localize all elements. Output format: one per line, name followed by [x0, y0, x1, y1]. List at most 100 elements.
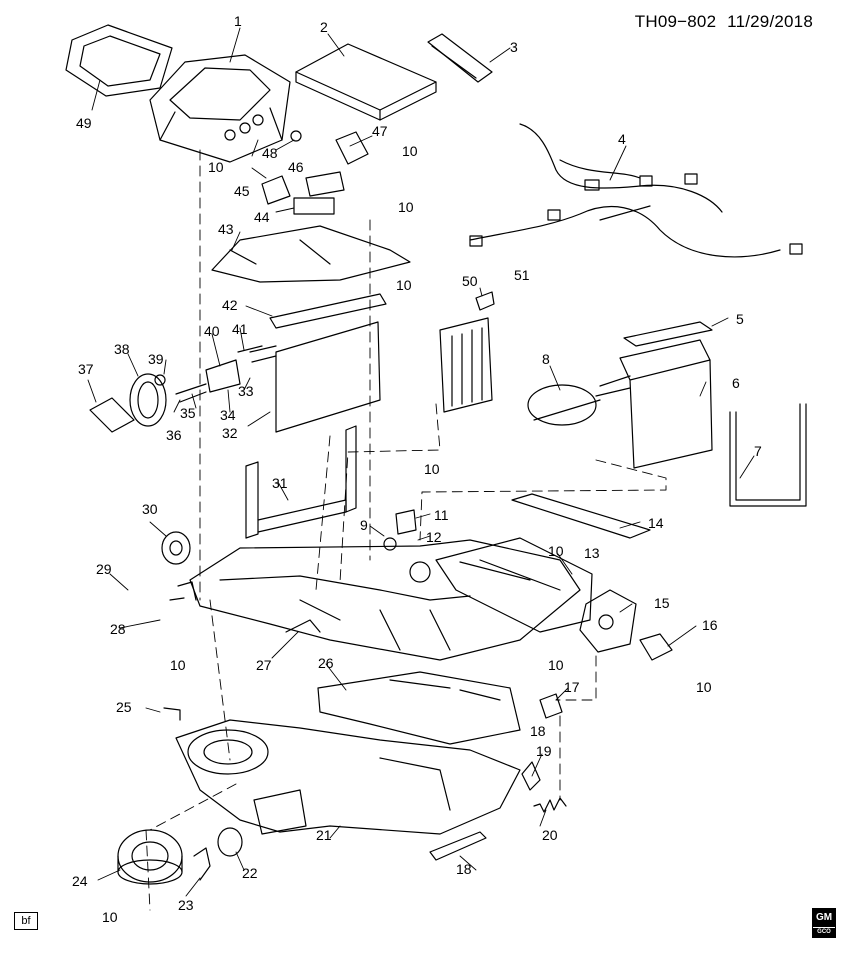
callout-35: 35 — [180, 405, 196, 421]
part-seal-frame — [65, 24, 173, 97]
part-seal-oval — [527, 384, 601, 426]
callout-18-a: 18 — [530, 723, 546, 739]
part-seal-31 — [245, 425, 357, 539]
callout-2: 2 — [320, 19, 328, 35]
part-evaporator — [249, 321, 381, 433]
part-motor-22 — [217, 827, 243, 857]
gm-logo: GM GCO — [812, 908, 836, 938]
callout-8: 8 — [542, 351, 550, 367]
gm-logo-text: GM — [815, 912, 833, 923]
diagram-date: 11/29/2018 — [727, 12, 813, 31]
callout-49: 49 — [76, 115, 92, 131]
part-seal-u — [729, 403, 807, 507]
callout-51: 51 — [514, 267, 530, 283]
part-motor-30 — [161, 531, 191, 565]
callout-27: 27 — [256, 657, 272, 673]
part-bracket-25 — [163, 707, 181, 721]
callout-labels: 1 2 3 4 5 6 7 8 9 10 10 10 10 10 10 10 1… — [72, 13, 762, 925]
alignment-lines — [145, 149, 667, 911]
callout-42: 42 — [222, 297, 238, 313]
callout-23: 23 — [178, 897, 194, 913]
part-wiring-harness — [469, 123, 803, 258]
part-bar-5 — [623, 321, 713, 347]
part-clip-51 — [475, 291, 495, 311]
callout-11: 11 — [434, 507, 449, 523]
callout-1: 1 — [234, 13, 242, 29]
part-filter — [295, 43, 437, 121]
callout-12: 12 — [426, 529, 442, 545]
part-blower-wheel — [117, 829, 183, 885]
leader-lines — [87, 27, 755, 897]
callout-26: 26 — [318, 655, 334, 671]
callout-31: 31 — [272, 475, 288, 491]
callout-24: 24 — [72, 873, 88, 889]
part-spring-20 — [533, 797, 567, 813]
callout-22: 22 — [242, 865, 258, 881]
gm-logo-subtext: GCO — [813, 927, 835, 936]
callout-48: 48 — [262, 145, 278, 161]
callout-25: 25 — [116, 699, 132, 715]
part-upper-blower-housing — [317, 671, 521, 745]
callout-17: 17 — [564, 679, 580, 695]
callout-33: 33 — [238, 383, 254, 399]
callout-38: 38 — [114, 341, 130, 357]
callout-19: 19 — [536, 743, 552, 759]
callout-46: 46 — [288, 159, 304, 175]
callout-43: 43 — [218, 221, 234, 237]
part-lower-housing — [175, 719, 521, 835]
callout-32: 32 — [222, 425, 238, 441]
callout-29: 29 — [96, 561, 112, 577]
callout-3: 3 — [510, 39, 518, 55]
callout-41: 41 — [232, 321, 248, 337]
callout-37: 37 — [78, 361, 94, 377]
callout-18-b: 18 — [456, 861, 472, 877]
callout-36: 36 — [166, 427, 182, 443]
callout-10-e: 10 — [424, 461, 440, 477]
part-main-housing — [169, 539, 581, 661]
part-upper-case — [149, 54, 291, 163]
callout-7: 7 — [754, 443, 762, 459]
part-rod-42 — [269, 293, 387, 329]
callout-10-h: 10 — [548, 657, 564, 673]
callout-10-f: 10 — [548, 543, 564, 559]
callout-40: 40 — [204, 323, 220, 339]
callout-10-g: 10 — [170, 657, 186, 673]
part-small-44-48 — [261, 130, 369, 215]
part-module-50 — [439, 317, 493, 413]
callout-21: 21 — [316, 827, 332, 843]
callout-10-i: 10 — [696, 679, 712, 695]
corner-tag: bf — [14, 912, 38, 930]
part-door-14 — [511, 493, 651, 539]
callout-4: 4 — [618, 131, 626, 147]
part-actuator-15 — [579, 589, 637, 653]
callout-16: 16 — [702, 617, 718, 633]
part-duct-13 — [435, 537, 593, 633]
callout-45: 45 — [234, 183, 250, 199]
diagram-header: TH09−802 11/29/2018 — [635, 12, 813, 32]
part-actuator-16 — [639, 633, 673, 661]
callout-5: 5 — [736, 311, 744, 327]
part-fittings-9-11 — [383, 509, 417, 551]
callout-14: 14 — [648, 515, 664, 531]
diagram-code: TH09−802 — [634, 12, 717, 31]
part-actuators-17-19 — [521, 693, 563, 791]
callout-15: 15 — [654, 595, 670, 611]
part-duct-43 — [211, 225, 411, 283]
callout-10-d: 10 — [396, 277, 412, 293]
callout-30: 30 — [142, 501, 158, 517]
callout-10-a: 10 — [402, 143, 418, 159]
part-seals-37-38 — [89, 373, 167, 433]
callout-6: 6 — [732, 375, 740, 391]
callout-10-b: 10 — [208, 159, 224, 175]
part-hose-23 — [193, 847, 211, 881]
callout-9: 9 — [360, 517, 368, 533]
callout-47: 47 — [372, 123, 388, 139]
callout-10-j: 10 — [102, 909, 118, 925]
callout-44: 44 — [254, 209, 270, 225]
part-door-18 — [429, 831, 487, 861]
callout-39: 39 — [148, 351, 164, 367]
callout-20: 20 — [542, 827, 558, 843]
callout-28: 28 — [110, 621, 126, 637]
callout-34: 34 — [220, 407, 236, 423]
